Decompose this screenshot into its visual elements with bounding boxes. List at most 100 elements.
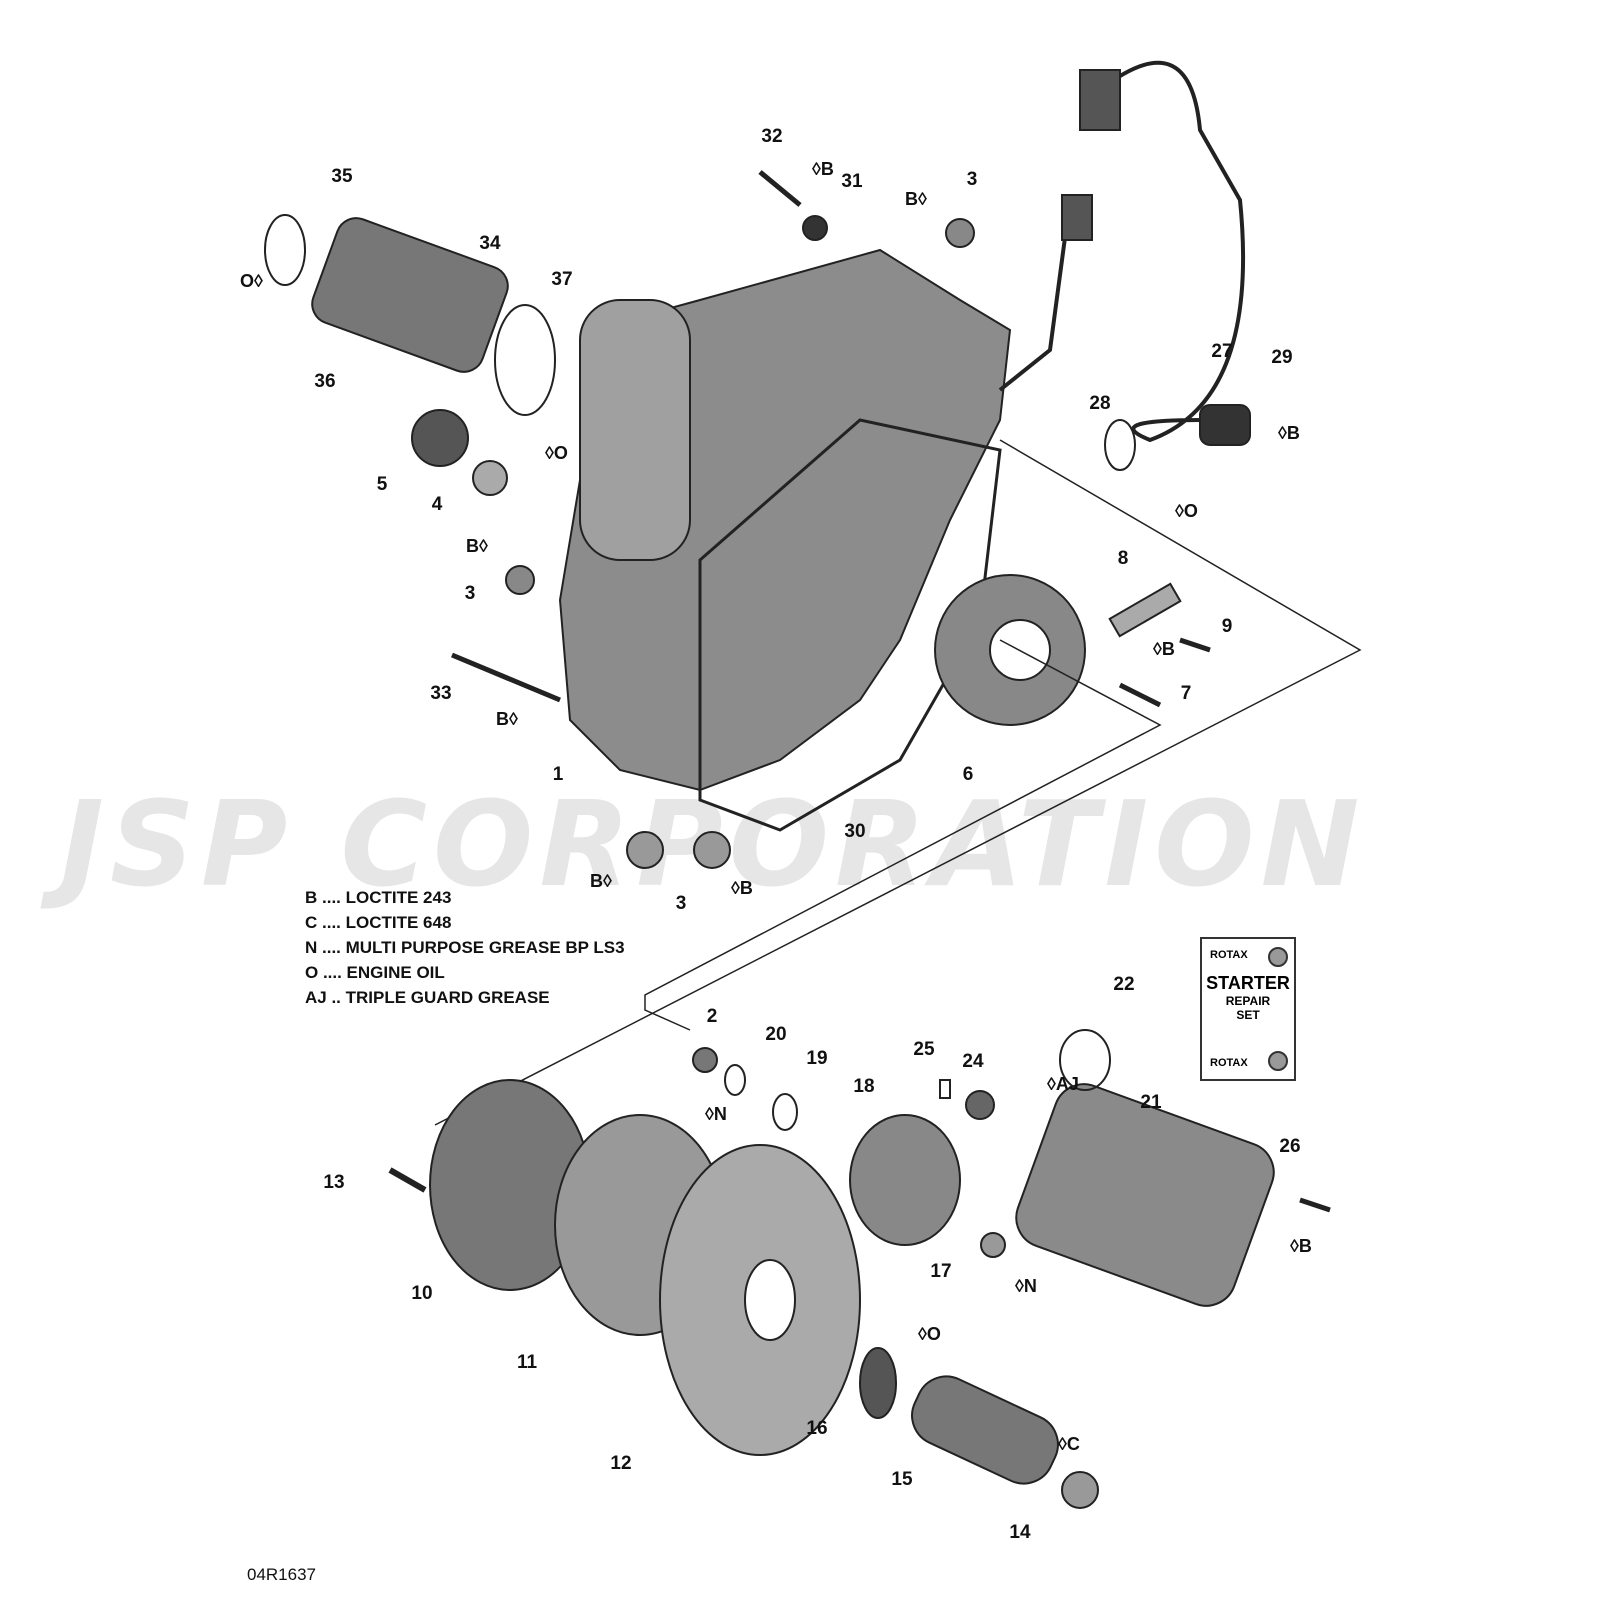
part-oring-35 xyxy=(264,214,306,286)
kit-subtitle: SET xyxy=(1236,1008,1260,1022)
callout-26: 26 xyxy=(1279,1136,1300,1157)
callout-34: 34 xyxy=(479,233,501,254)
legend-item: AJ .. TRIPLE GUARD GREASE xyxy=(305,988,550,1007)
part-sensor-31 xyxy=(802,215,828,241)
part-bushing-2 xyxy=(692,1047,718,1073)
legend-item: C .... LOCTITE 648 xyxy=(305,913,452,932)
kit-subtitle: REPAIR xyxy=(1225,994,1271,1008)
part-screw-9 xyxy=(1179,637,1211,653)
callout-36: 36 xyxy=(314,371,335,392)
lube-marker-B: B◊ xyxy=(590,871,612,891)
legend-item: O .... ENGINE OIL xyxy=(305,963,445,982)
kit-title: STARTER xyxy=(1206,973,1290,993)
callout-12: 12 xyxy=(610,1453,631,1474)
callout-6: 6 xyxy=(963,764,974,785)
part-cylinder-sleeve xyxy=(579,299,691,561)
callout-32: 32 xyxy=(761,126,782,147)
kit-brand: ROTAX xyxy=(1210,949,1248,961)
callout-9: 9 xyxy=(1222,616,1233,637)
part-nut-3c xyxy=(626,831,664,869)
callout-35: 35 xyxy=(331,166,353,187)
lubricant-markers: O◊◊BB◊◊OB◊◊B◊O◊BB◊B◊◊B◊N◊AJ◊B◊N◊O◊C xyxy=(240,159,1312,1454)
callout-25: 25 xyxy=(913,1039,935,1060)
part-seal-16 xyxy=(859,1347,897,1419)
callout-16: 16 xyxy=(806,1418,827,1439)
part-nut-3b xyxy=(945,218,975,248)
callout-11: 11 xyxy=(517,1352,538,1373)
lube-marker-AJ: ◊AJ xyxy=(1047,1074,1079,1094)
part-sensor-29 xyxy=(1199,404,1251,446)
callout-15: 15 xyxy=(891,1469,913,1490)
legend-item: N .... MULTI PURPOSE GREASE BP LS3 xyxy=(305,938,625,957)
callout-22: 22 xyxy=(1113,974,1134,995)
callout-3: 3 xyxy=(676,893,687,914)
callout-3: 3 xyxy=(465,583,476,604)
part-gasket-30 xyxy=(698,418,1002,832)
lube-marker-O: O◊ xyxy=(240,271,263,291)
lube-marker-B: B◊ xyxy=(496,709,518,729)
callout-13: 13 xyxy=(323,1172,344,1193)
callout-1: 1 xyxy=(553,764,564,785)
callout-19: 19 xyxy=(806,1048,827,1069)
part-starter-21 xyxy=(1015,1083,1275,1307)
callout-10: 10 xyxy=(411,1283,432,1304)
callout-4: 4 xyxy=(432,494,443,515)
part-bolt-32 xyxy=(758,170,802,207)
part-bearing-4 xyxy=(472,460,508,496)
lube-marker-B: ◊B xyxy=(1278,423,1300,443)
part-gear-24 xyxy=(965,1090,995,1120)
part-screw-26 xyxy=(1299,1197,1331,1213)
callout-21: 21 xyxy=(1140,1092,1162,1113)
part-bracket-8 xyxy=(1108,582,1182,638)
part-pin-25 xyxy=(939,1079,951,1099)
callout-2: 2 xyxy=(707,1006,718,1027)
callout-7: 7 xyxy=(1181,683,1192,704)
callout-30: 30 xyxy=(844,821,865,842)
kit-brand-bottom: ROTAX xyxy=(1210,1057,1248,1069)
part-wire-harness-27 xyxy=(998,60,1246,443)
part-gear-18 xyxy=(849,1114,961,1246)
lube-marker-B: B◊ xyxy=(466,536,488,556)
part-washer-20 xyxy=(724,1064,746,1096)
callout-29: 29 xyxy=(1271,347,1292,368)
part-nut-14 xyxy=(1061,1471,1099,1509)
callout-3: 3 xyxy=(967,169,978,190)
callout-37: 37 xyxy=(551,269,572,290)
part-nut-3a xyxy=(505,565,535,595)
lube-marker-B: ◊B xyxy=(812,159,834,179)
part-ring-37 xyxy=(494,304,556,416)
part-nut-3d xyxy=(693,831,731,869)
callout-17: 17 xyxy=(930,1261,951,1282)
callout-28: 28 xyxy=(1089,393,1110,414)
part-seal-5 xyxy=(411,409,469,467)
callout-8: 8 xyxy=(1118,548,1129,569)
starter-repair-set-kit: ROTAX STARTER REPAIR SET ROTAX xyxy=(1200,937,1296,1081)
lube-marker-O: ◊O xyxy=(545,443,568,463)
diagram-code: 04R1637 xyxy=(247,1565,317,1584)
rotax-logo-icon xyxy=(1268,947,1288,967)
part-oring-22 xyxy=(1059,1029,1111,1091)
lube-marker-B: ◊B xyxy=(731,878,753,898)
lubricant-legend: B .... LOCTITE 243 C .... LOCTITE 648 N … xyxy=(305,885,625,1010)
lube-marker-B: ◊B xyxy=(1153,639,1175,659)
callout-33: 33 xyxy=(430,683,451,704)
callout-20: 20 xyxy=(765,1024,786,1045)
callout-31: 31 xyxy=(841,171,863,192)
lube-marker-O: ◊O xyxy=(1175,501,1198,521)
part-bolt-33 xyxy=(451,652,561,703)
part-sleeve-34 xyxy=(311,217,509,373)
part-bolt-13 xyxy=(388,1167,427,1193)
callout-18: 18 xyxy=(853,1076,874,1097)
callout-14: 14 xyxy=(1009,1522,1031,1543)
legend-item: B .... LOCTITE 243 xyxy=(305,888,452,907)
lube-marker-N: ◊N xyxy=(1015,1276,1037,1296)
lube-marker-B: ◊B xyxy=(1290,1236,1312,1256)
part-screw-7 xyxy=(1118,682,1162,708)
rotax-logo-icon xyxy=(1268,1051,1288,1071)
callout-24: 24 xyxy=(962,1051,984,1072)
part-connector-2 xyxy=(1061,194,1093,241)
callout-27: 27 xyxy=(1211,341,1232,362)
part-oring-28 xyxy=(1104,419,1136,471)
